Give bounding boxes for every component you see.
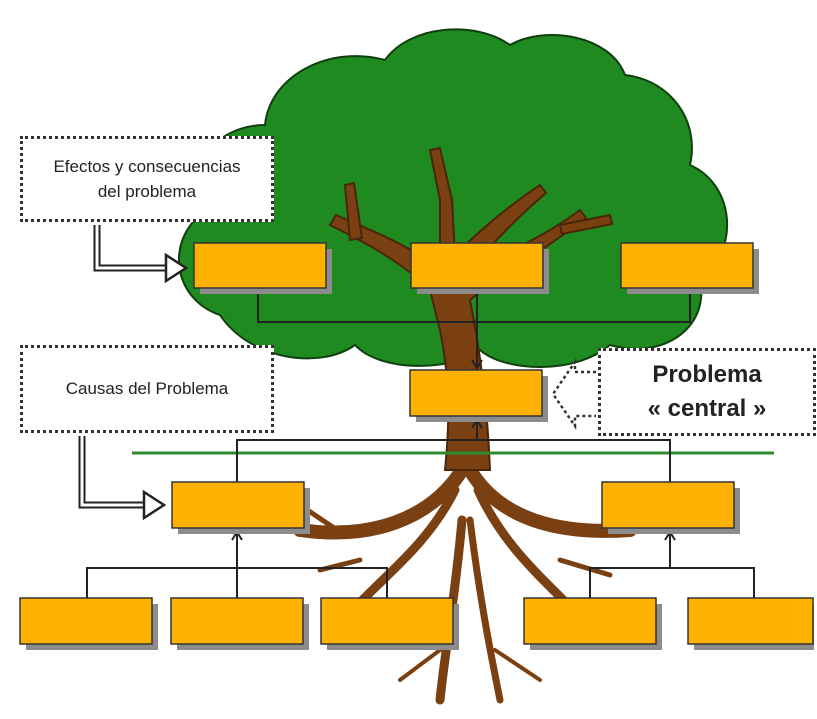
central-problem-callout: Problema « central »	[598, 348, 816, 436]
effect-box-2	[410, 242, 549, 294]
sub-cause-box-4	[523, 597, 662, 650]
connector-lines	[86, 290, 755, 598]
effects-label-line-2: del problema	[97, 182, 197, 201]
sub-cause-box-2	[170, 597, 309, 650]
problem-label-line-1: Problema	[652, 361, 762, 388]
cause-box-1	[171, 481, 310, 534]
effect-box-3	[620, 242, 759, 294]
causes-callout: Causas del Problema	[20, 345, 274, 433]
sub-cause-box-1	[19, 597, 158, 650]
effect-box-1	[193, 242, 332, 294]
sub-cause-box-3	[320, 597, 459, 650]
effects-label-line-1: Efectos y consecuencias	[53, 157, 241, 176]
double-arrow-causes-icon	[78, 436, 167, 521]
problem-label-line-2: « central »	[647, 395, 767, 422]
central-problem-box	[409, 369, 548, 422]
cause-box-2	[601, 481, 740, 534]
effects-callout: Efectos y consecuencias del problema	[20, 136, 274, 222]
dotted-arrow-problem-icon	[551, 357, 596, 431]
double-arrow-effects-icon	[93, 225, 189, 284]
causes-label: Causas del Problema	[65, 379, 229, 398]
sub-cause-box-5	[687, 597, 814, 650]
